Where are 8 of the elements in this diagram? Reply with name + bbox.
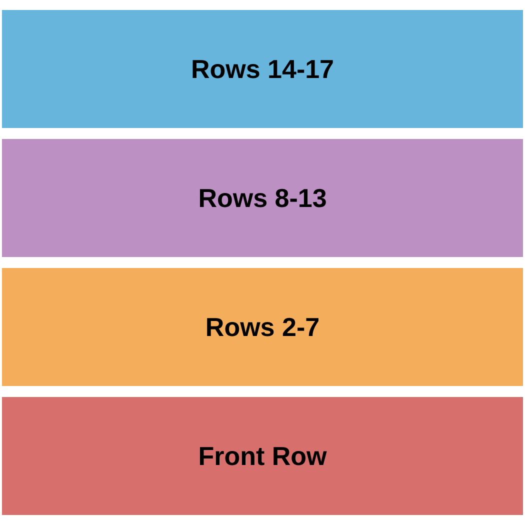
seating-section	[2, 10, 523, 128]
seating-section	[2, 397, 523, 515]
section-label: Rows 2-7	[205, 312, 320, 342]
seating-section	[2, 268, 523, 386]
section-label: Rows 8-13	[198, 182, 327, 214]
section-label: Rows 14-17	[190, 54, 334, 84]
section-label: Front Row	[198, 440, 327, 472]
seating-section	[2, 139, 523, 257]
